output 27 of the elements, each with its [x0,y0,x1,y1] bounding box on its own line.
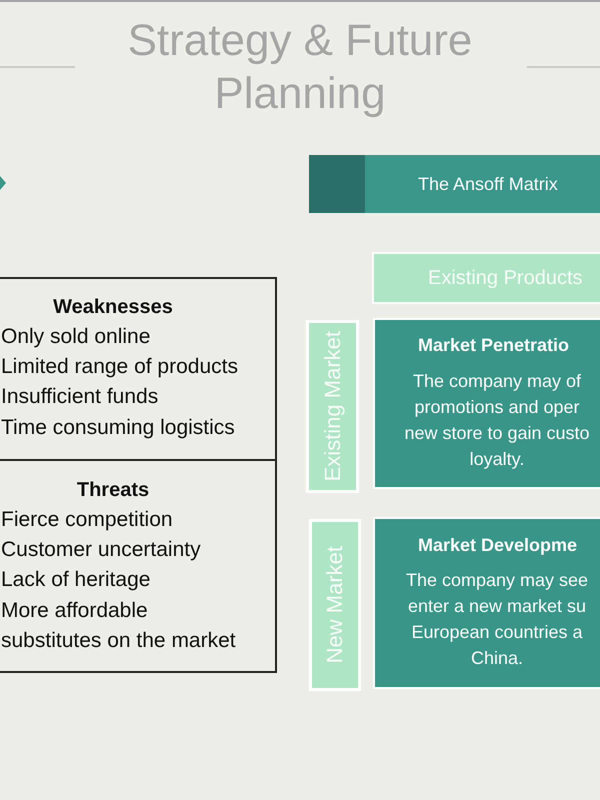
vertical-label-box [306,320,359,493]
page-title: Strategy & Future Planning [126,15,474,120]
header-bar [309,155,600,213]
vertical-label-box [309,519,361,691]
list-item: Customer uncertainty [1,537,201,564]
label-box [372,252,600,304]
row-label: New Market [322,546,348,664]
header-title: The Ansoff Matrix [418,172,558,196]
list-item: Time consuming logistics [1,414,235,441]
column-label: Existing Products [428,266,583,291]
list-item: Lack of heritage [1,567,150,594]
list-heading: Weaknesses [52,295,174,320]
list-item: Fierce competition [1,507,173,533]
list-item: Insufficient funds [1,384,158,410]
card-text: The company may of promotions and oper new store to gain custo loyalty. [403,370,591,471]
card-title: Market Penetratio [418,334,570,357]
list-heading: Threats [76,478,150,503]
card-title: Market Developme [418,534,578,557]
strategy-card [373,318,600,489]
row-label: Existing Market [320,331,346,482]
list-item: More affordable substitutes on the market [1,598,237,654]
bordered-list-box [0,461,277,673]
bordered-list-box [0,277,277,461]
list-item: Limited range of products [1,354,238,380]
list-item: Only sold online [1,324,150,350]
card-text: The company may see enter a new market su European countries a China. [404,569,590,670]
strategy-card [373,517,600,689]
